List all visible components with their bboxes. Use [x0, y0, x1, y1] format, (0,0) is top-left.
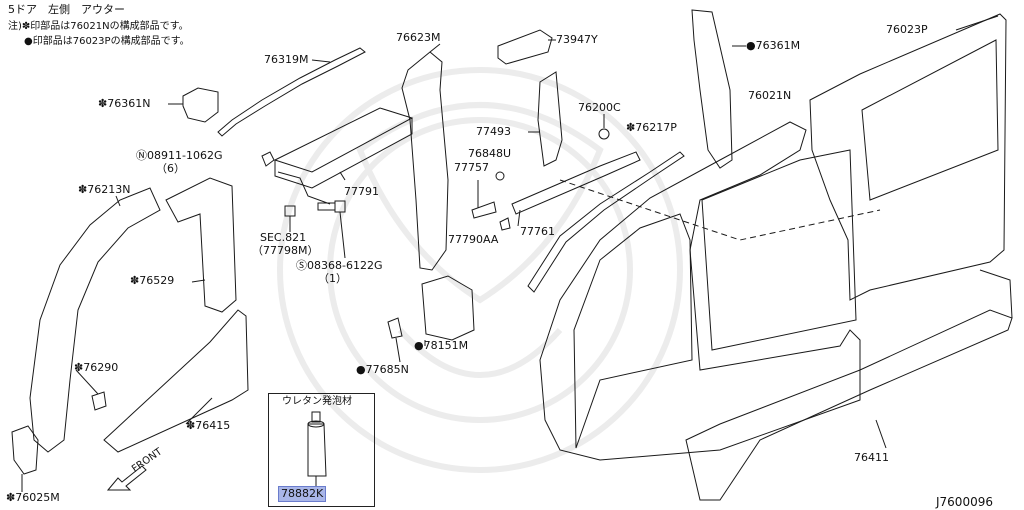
label-78151M[interactable]: ●78151M — [414, 339, 469, 352]
part-77757 — [471, 201, 497, 219]
part-76415 — [103, 309, 249, 453]
label-sec821[interactable]: SEC.821 — [260, 231, 307, 244]
note-line-2: ●印部品は76023Pの構成部品です。 — [24, 36, 190, 47]
label-76411[interactable]: 76411 — [854, 451, 889, 464]
part-76623M — [401, 51, 449, 271]
label-76200C[interactable]: 76200C — [578, 101, 621, 114]
part-77761 — [511, 151, 641, 215]
part-77685N — [387, 317, 403, 339]
label-08368-qty: （1） — [318, 272, 347, 285]
inset-title: ウレタン発泡材 — [282, 396, 352, 407]
part-76361N — [182, 87, 219, 123]
label-77790AA[interactable]: 77790AA — [448, 233, 499, 246]
part-73947Y — [497, 29, 553, 65]
label-76848U[interactable]: 76848U — [468, 147, 512, 160]
label-77757[interactable]: 77757 — [454, 161, 489, 174]
label-76025M[interactable]: ✽76025M — [6, 491, 60, 504]
label-08911[interactable]: Ⓝ08911-1062G — [136, 149, 223, 162]
part-08368-bolt — [317, 200, 346, 213]
label-77685N[interactable]: ●77685N — [356, 363, 409, 376]
part-77493 — [537, 71, 563, 167]
label-76023P[interactable]: 76023P — [886, 23, 928, 36]
part-76200C — [598, 128, 610, 140]
label-sec821-ref: （77798M） — [252, 244, 319, 257]
part-76411 — [685, 309, 1013, 501]
part-76023P — [809, 13, 1007, 301]
part-78151M — [421, 275, 475, 341]
part-76319M — [217, 47, 366, 137]
part-76213N — [29, 187, 161, 453]
part-76025M — [11, 425, 39, 475]
part-77790AA-clip — [499, 217, 511, 231]
front-arrow-icon — [106, 465, 147, 491]
urethane-can — [307, 423, 327, 477]
label-76021N[interactable]: 76021N — [748, 89, 792, 102]
label-76319M[interactable]: 76319M — [264, 53, 309, 66]
label-76290[interactable]: ✽76290 — [74, 361, 119, 374]
inset-frame — [268, 393, 375, 507]
label-08911-qty: （6） — [156, 162, 185, 175]
note-line-1: 注)✽印部品は76021Nの構成部品です。 — [8, 21, 189, 32]
part-08911-nut — [261, 151, 275, 167]
label-76213N[interactable]: ✽76213N — [78, 183, 131, 196]
label-76623M[interactable]: 76623M — [396, 31, 441, 44]
reference-dash — [559, 179, 881, 241]
label-76217P[interactable]: ✽76217P — [626, 121, 677, 134]
label-78882K[interactable]: 78882K — [278, 486, 327, 502]
part-76290 — [91, 391, 107, 411]
part-77791 — [273, 107, 414, 173]
header-title: 5ドア 左側 アウター — [8, 3, 125, 16]
label-76415[interactable]: ✽76415 — [186, 419, 231, 432]
label-77791[interactable]: 77791 — [344, 185, 379, 198]
watermark-emblem — [277, 67, 683, 473]
label-77761[interactable]: 77761 — [520, 225, 555, 238]
part-76217P — [527, 151, 685, 293]
part-76529 — [165, 177, 237, 313]
part-76361M — [691, 9, 733, 169]
diagram-code: J7600096 — [936, 495, 993, 509]
label-76529[interactable]: ✽76529 — [130, 274, 175, 287]
label-76361M[interactable]: ●76361M — [746, 39, 801, 52]
label-73947Y[interactable]: 73947Y — [556, 33, 598, 46]
label-08368[interactable]: Ⓢ08368-6122G — [296, 259, 383, 272]
label-76361N[interactable]: ✽76361N — [98, 97, 151, 110]
part-76848U — [495, 171, 505, 181]
label-77493[interactable]: 77493 — [476, 125, 511, 138]
